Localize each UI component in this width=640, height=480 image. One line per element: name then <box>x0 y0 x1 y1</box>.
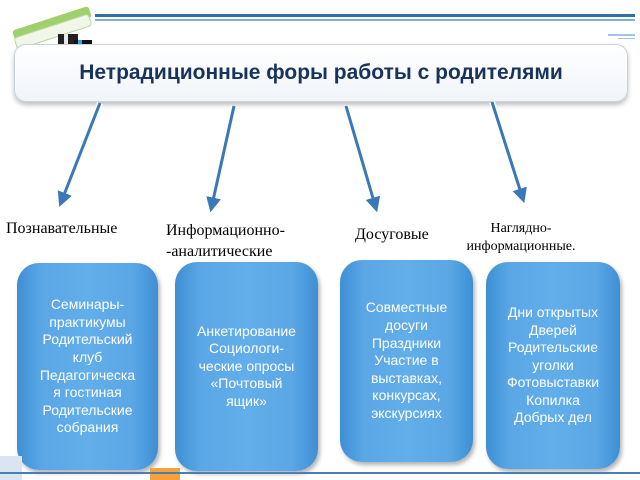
category-label-line: Информационно- <box>166 222 285 239</box>
arrow-to-category-3 <box>343 105 381 213</box>
title-banner: Нетрадиционные форы работы с родителями <box>14 44 628 102</box>
category-label-line: информационные. <box>466 239 576 254</box>
footer-accent-orange <box>150 468 180 480</box>
box-line: Родительские <box>42 401 133 418</box>
header-accent-line <box>618 38 635 39</box>
box-line: Семинары- <box>50 296 125 313</box>
box-line: Совместные <box>365 299 448 316</box>
box-line: Родительский <box>42 331 133 348</box>
box-line: Участие в <box>374 352 439 369</box>
category-visual-info: Наглядно- информационные. <box>459 220 583 256</box>
box-line: Копилка <box>526 391 580 408</box>
arrow-to-category-4 <box>489 101 527 204</box>
box-line: конкурсах, <box>372 387 441 404</box>
box-line: уголки <box>532 356 574 373</box>
box-line: выставках, <box>370 369 443 386</box>
category-label-line: Наглядно- <box>490 221 552 236</box>
category-label-line: -аналитические <box>166 243 273 260</box>
diagram-title: Нетрадиционные форы работы с родителями <box>79 61 563 84</box>
box-line: ящик» <box>226 392 267 409</box>
box-line: Дверей <box>529 321 577 338</box>
box-line: досуги <box>385 317 428 334</box>
forms-box-leisure: Совместные досуги Праздники Участие в вы… <box>340 260 473 462</box>
box-text: Анкетирование Социологи- ческие опросы «… <box>197 323 296 411</box>
box-line: ческие опросы <box>198 357 295 374</box>
box-line: экскурсиях <box>371 404 442 421</box>
footer-accent-blue <box>0 456 22 480</box>
arrow-to-category-2 <box>206 105 237 213</box>
footer-rule <box>0 472 640 474</box>
box-line: Фотовыставки <box>506 374 600 391</box>
box-line: Праздники <box>371 334 442 351</box>
category-label: Досуговые <box>355 226 429 243</box>
box-line: Педагогическа <box>39 366 136 383</box>
box-line: практикумы <box>49 313 126 330</box>
box-line: Дни открытых <box>507 303 599 320</box>
box-line: «Почтовый <box>210 375 283 392</box>
header-rule-dark <box>95 14 635 17</box>
category-cognitive: Познавательные <box>6 220 117 238</box>
box-line: собрания <box>56 419 119 436</box>
box-text: Совместные досуги Праздники Участие в вы… <box>366 299 448 422</box>
box-line: Социологи- <box>209 340 284 357</box>
box-line: клуб <box>72 348 103 365</box>
box-text: Семинары- практикумы Родительский клуб П… <box>40 296 135 437</box>
forms-box-info-analytical: Анкетирование Социологи- ческие опросы «… <box>175 262 318 471</box>
category-info-analytical: Информационно- -аналитические <box>166 220 285 262</box>
header-accent-line <box>608 34 635 36</box>
header-rule-light <box>95 19 635 21</box>
category-label: Познавательные <box>6 220 118 237</box>
box-line: Родительские <box>508 339 598 356</box>
category-leisure: Досуговые <box>355 226 429 244</box>
box-line: Добрых дел <box>514 409 592 426</box>
arrow-to-category-1 <box>57 101 103 207</box>
box-line: Анкетирование <box>197 322 296 339</box>
box-text: Дни открытых Дверей Родительские уголки … <box>507 304 599 427</box>
forms-box-cognitive: Семинары- практикумы Родительский клуб П… <box>17 263 158 470</box>
forms-box-visual-info: Дни открытых Дверей Родительские уголки … <box>486 262 620 469</box>
box-line: я гостиная <box>53 384 122 401</box>
